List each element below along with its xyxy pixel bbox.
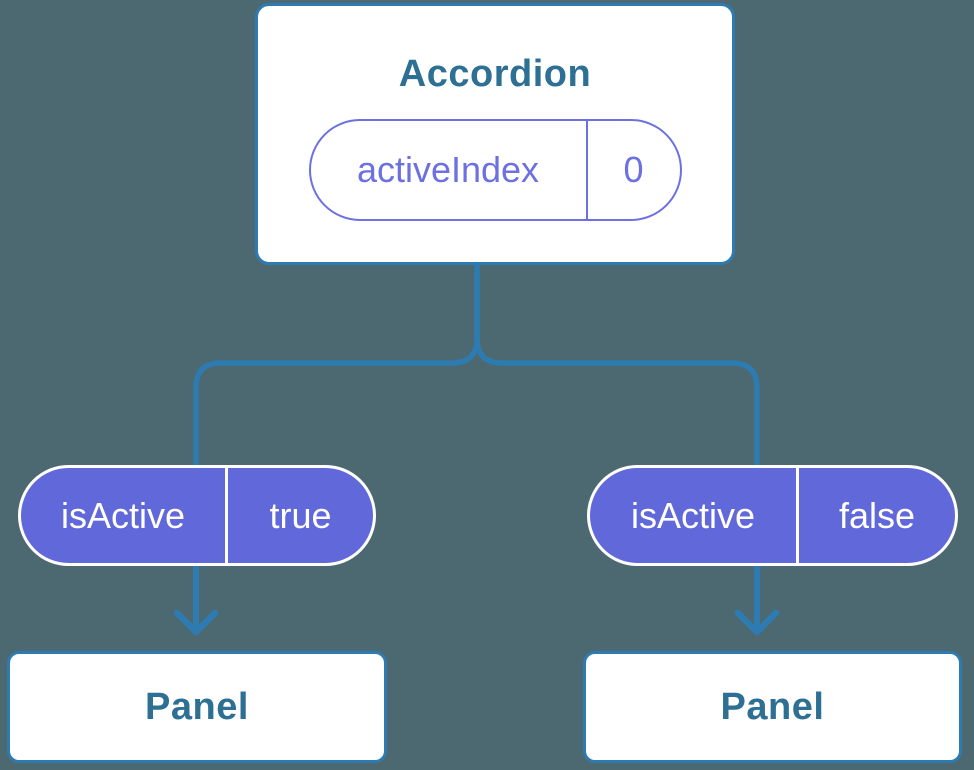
right-down-arrow-icon [734,609,780,636]
connector-root-to-right [474,264,760,470]
accordion-node: Accordion activeIndex 0 [255,3,735,265]
connector-root-to-left [193,264,480,470]
prop-pill-right-name: isActive [590,468,799,563]
state-pill-activeindex: activeIndex 0 [308,119,682,221]
panel-node-left: Panel [7,651,387,763]
panel-node-right: Panel [583,651,962,763]
panel-node-right-title: Panel [720,685,825,728]
prop-pill-left-name: isActive [21,468,228,563]
state-pill-name: activeIndex [311,121,588,219]
prop-pill-left: isActive true [18,465,376,566]
left-down-arrow-icon [173,609,219,636]
prop-pill-left-value: true [269,494,332,536]
prop-pill-right: isActive false [587,465,958,566]
prop-pill-right-value: false [838,494,916,536]
accordion-node-title: Accordion [398,53,592,95]
panel-node-left-title: Panel [145,685,249,728]
state-pill-value: 0 [623,149,644,190]
